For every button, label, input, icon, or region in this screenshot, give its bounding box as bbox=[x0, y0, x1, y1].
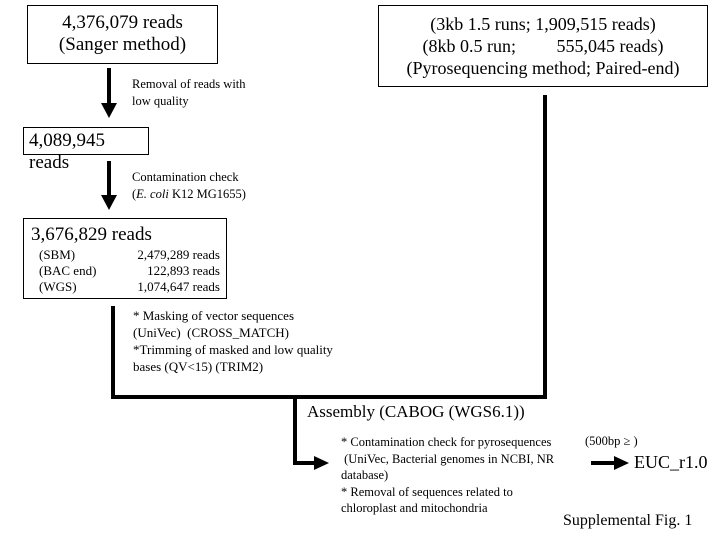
figure-caption: Supplemental Fig. 1 bbox=[563, 512, 693, 529]
assembly-label: Assembly (CABOG (WGS6.1)) bbox=[307, 402, 525, 421]
contam-box: 3,676,829 reads (SBM) 2,479,289 reads (BA… bbox=[23, 218, 227, 299]
step3-line1: * Masking of vector sequences bbox=[133, 308, 295, 323]
arrow-right-icon bbox=[614, 456, 629, 470]
step4-line5: chloroplast and mitochondria bbox=[341, 501, 488, 515]
read-row-wgs: (WGS) 1,074,647 reads bbox=[39, 279, 220, 295]
step4-line2: (UniVec, Bacterial genomes in NCBI, NR bbox=[341, 451, 555, 466]
sanger-method: (Sanger method) bbox=[58, 34, 187, 55]
step3-line4: bases (QV<15) (TRIM2) bbox=[133, 359, 264, 374]
sanger-box: 4,376,079 reads (Sanger method) bbox=[27, 5, 218, 64]
quality-reads: 4,089,945 reads bbox=[29, 130, 105, 173]
pyro-3kb: (3kb 1.5 runs; 1,909,515 reads) bbox=[430, 14, 656, 34]
step2-organism: E. coli bbox=[136, 187, 169, 201]
step1-line1: Removal of reads with bbox=[132, 77, 246, 91]
arrow-shaft bbox=[107, 68, 111, 104]
step1-text: Removal of reads with low quality bbox=[132, 76, 246, 110]
quality-box: 4,089,945 reads bbox=[23, 127, 149, 173]
connector-right bbox=[543, 95, 547, 399]
pyro-method: (Pyrosequencing method; Paired-end) bbox=[406, 58, 680, 78]
result-label: EUC_r1.0 bbox=[634, 452, 708, 472]
sanger-reads: 4,376,079 reads bbox=[62, 12, 183, 33]
row-value: 1,074,647 reads bbox=[137, 279, 220, 294]
read-row-bac: (BAC end) 122,893 reads bbox=[39, 263, 220, 279]
pyro-8kb: (8kb 0.5 run; 555,045 reads) bbox=[422, 36, 664, 56]
arrow-down-icon bbox=[101, 103, 117, 118]
row-label: (WGS) bbox=[39, 279, 77, 294]
step3-text: * Masking of vector sequences (UniVec) (… bbox=[133, 307, 333, 375]
length-filter: (500bp ≥ ) bbox=[585, 434, 638, 448]
step1-line2: low quality bbox=[132, 94, 189, 108]
row-label: (BAC end) bbox=[39, 263, 97, 278]
step2-prefix: ( bbox=[132, 187, 137, 201]
connector-left bbox=[111, 306, 115, 399]
contam-total: 3,676,829 reads bbox=[31, 224, 152, 245]
step3-line2: (UniVec) (CROSS_MATCH) bbox=[133, 325, 289, 340]
step2-strain: K12 MG1655) bbox=[168, 187, 246, 201]
pyro-box: (3kb 1.5 runs; 1,909,515 reads) (8kb 0.5… bbox=[378, 5, 708, 87]
connector-bottom bbox=[111, 395, 547, 399]
step4-text: * Contamination check for pyrosequences … bbox=[341, 434, 554, 517]
result-arrow-shaft bbox=[591, 461, 615, 465]
step4-line3: database) bbox=[341, 468, 389, 482]
connector-assembly bbox=[293, 395, 297, 465]
step2-text: Contamination check (E. coli K12 MG1655) bbox=[132, 169, 246, 203]
step2-line2: (E. coli K12 MG1655) bbox=[132, 186, 246, 203]
arrow-right-icon bbox=[314, 456, 329, 470]
row-label: (SBM) bbox=[39, 247, 76, 262]
row-value: 2,479,289 reads bbox=[137, 247, 220, 262]
row-value: 122,893 reads bbox=[147, 263, 220, 278]
step4-line4: * Removal of sequences related to bbox=[341, 484, 513, 499]
step4-line1: * Contamination check for pyrosequences bbox=[341, 435, 552, 449]
step3-line3: *Trimming of masked and low quality bbox=[133, 342, 333, 357]
arrow-down-icon bbox=[101, 195, 117, 210]
read-row-sbm: (SBM) 2,479,289 reads bbox=[39, 247, 220, 263]
step2-line1: Contamination check bbox=[132, 170, 239, 184]
arrow-shaft bbox=[107, 161, 111, 196]
connector-to-checks bbox=[293, 461, 315, 465]
